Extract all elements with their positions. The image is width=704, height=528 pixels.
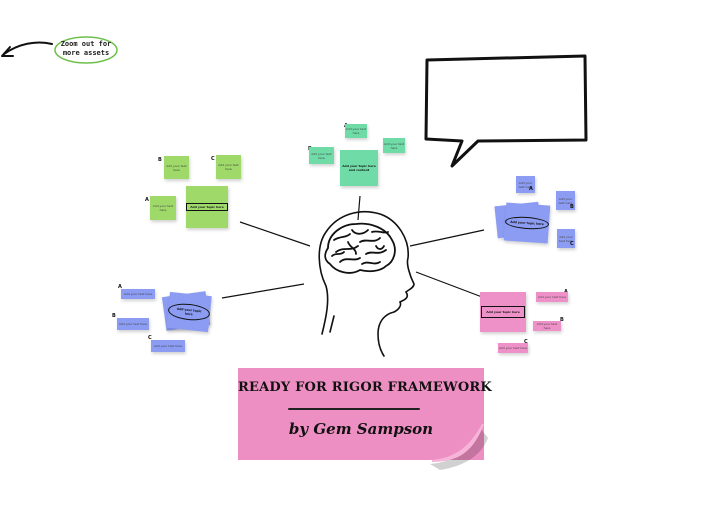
- speech-bubble: [424, 54, 588, 168]
- hint-arrow-head: [1, 46, 14, 57]
- blue-right-note-a-text: Add your text here: [518, 180, 533, 189]
- blue-right-label-a: A: [529, 186, 533, 192]
- pink-main-text: Add your topic here: [486, 310, 520, 314]
- green-note-b-text: Add your text here: [166, 163, 187, 172]
- blue-left-label-c: C: [148, 335, 152, 341]
- pink-note-c[interactable]: Add your text here: [498, 343, 528, 353]
- pink-main-box: Add your topic here: [481, 306, 525, 318]
- blue-left-label-a: A: [118, 284, 122, 290]
- connector-pink: [415, 271, 491, 301]
- connector-green: [239, 221, 311, 247]
- blue-right-main-oval: Add your topic here: [504, 215, 550, 231]
- teal-main-note[interactable]: Add your topic here and content: [340, 150, 378, 186]
- blue-right-note-b-text: Add your text here: [558, 196, 573, 205]
- teal-main-text: Add your topic here and content: [342, 164, 376, 172]
- brain-icon: [324, 222, 396, 274]
- pink-note-b-text: Add your text here: [536, 322, 558, 330]
- blue-left-main-text: Add your topic here: [176, 306, 202, 317]
- green-note-c[interactable]: Add your text here: [216, 155, 241, 179]
- pink-main-note[interactable]: Add your topic here: [480, 292, 526, 332]
- teal-note-b[interactable]: Add your text here: [309, 147, 334, 164]
- green-main-text: Add your topic here: [190, 205, 224, 209]
- connector-teal: [357, 195, 361, 221]
- pink-note-a-text: Add your text here: [537, 295, 567, 299]
- zoom-hint[interactable]: Zoom out for more assets: [56, 40, 116, 58]
- teal-note-c[interactable]: Add your text here: [383, 138, 405, 153]
- neck-line: [329, 315, 335, 333]
- blue-right-note-c[interactable]: Add your text here: [557, 229, 575, 248]
- head-outline: [318, 210, 415, 357]
- connector-blue-right: [409, 229, 485, 247]
- page-curl: [430, 424, 488, 470]
- blue-left-note-b-text: Add your text here: [118, 322, 148, 326]
- blue-left-note-c-text: Add your text here: [153, 344, 183, 348]
- author-subtitle: by Gem Sampson: [288, 420, 434, 438]
- pink-note-c-text: Add your text here: [498, 346, 528, 350]
- blue-left-note-c[interactable]: Add your text here: [151, 340, 185, 352]
- green-note-a-text: Add your text here: [152, 204, 174, 212]
- blue-right-note-c-text: Add your text here: [559, 234, 573, 243]
- green-label-a: A: [145, 197, 149, 203]
- green-note-b[interactable]: Add your text here: [164, 156, 189, 179]
- hint-bubble: [54, 36, 118, 64]
- green-note-a[interactable]: Add your text here: [150, 196, 176, 220]
- pink-note-b[interactable]: Add your text here: [533, 321, 561, 331]
- title-underline: [288, 408, 420, 410]
- green-note-c-text: Add your text here: [218, 163, 239, 171]
- blue-left-main-oval: Add your topic here: [167, 301, 211, 323]
- blue-left-note-b[interactable]: Add your text here: [117, 318, 149, 330]
- blue-right-label-b: B: [570, 204, 574, 210]
- blue-left-label-b: B: [112, 313, 116, 319]
- green-label-b: B: [158, 157, 162, 163]
- blue-right-label-c: C: [570, 241, 574, 247]
- blue-left-note-a[interactable]: Add your text here: [121, 289, 155, 299]
- connector-blue-left: [221, 283, 305, 299]
- teal-note-b-text: Add your text here: [311, 151, 332, 160]
- blue-right-note-a[interactable]: Add your text here: [516, 176, 535, 193]
- teal-note-a[interactable]: Add your text here: [345, 124, 367, 138]
- green-main-note[interactable]: Add your topic here: [186, 186, 228, 228]
- blue-right-main-note[interactable]: Add your topic here: [503, 202, 551, 244]
- teal-note-c-text: Add your text here: [383, 141, 405, 150]
- pink-note-a[interactable]: Add your text here: [536, 292, 568, 302]
- title-sticky-note[interactable]: READY FOR RIGOR FRAMEWORK by Gem Sampson: [238, 368, 492, 470]
- pink-label-c: C: [524, 339, 528, 345]
- green-label-c: C: [211, 156, 215, 162]
- blue-right-note-b[interactable]: Add your text here: [556, 191, 575, 210]
- green-main-box: Add your topic here: [186, 203, 228, 211]
- zoom-hint-line2: more assets: [62, 49, 110, 57]
- pink-label-b: B: [560, 317, 564, 323]
- blue-right-main-text: Add your topic here: [510, 219, 544, 227]
- zoom-hint-line1: Zoom out for: [60, 40, 112, 48]
- framework-title: READY FOR RIGOR FRAMEWORK: [238, 380, 492, 395]
- hint-arrow: [3, 41, 53, 55]
- blue-left-note-a-text: Add your text here: [123, 292, 153, 296]
- blue-left-main-note[interactable]: Add your topic here: [166, 291, 212, 333]
- teal-note-a-text: Add your text here: [345, 127, 367, 135]
